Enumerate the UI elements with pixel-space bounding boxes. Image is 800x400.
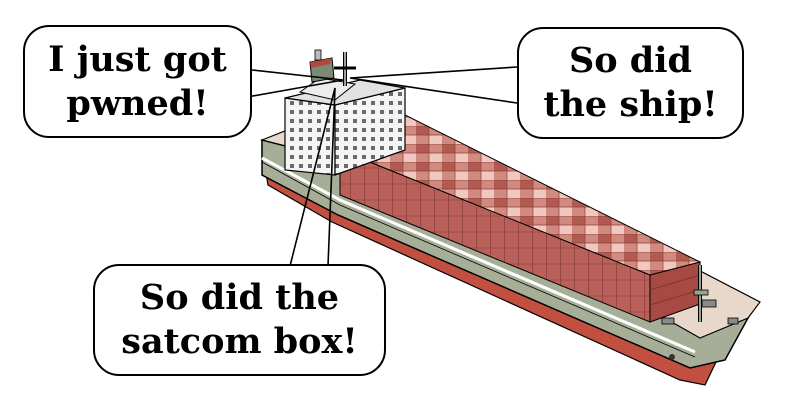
- bubble-2-line-2: the ship!: [543, 84, 718, 125]
- bubble-1-line-1: I just got: [48, 38, 227, 80]
- speech-bubble-pwned: I just got pwned!: [23, 25, 252, 138]
- speech-bubble-ship: So did the ship!: [517, 27, 744, 139]
- bubble-3-line-1: So did the: [139, 277, 340, 318]
- bubble-3-line-2: satcom box!: [121, 321, 358, 362]
- bubble-2-line-1: So did: [568, 40, 693, 81]
- superstructure-front: [284, 97, 336, 176]
- bubble-1-line-2: pwned!: [66, 82, 209, 124]
- bubble-pointers: [246, 66, 518, 267]
- speech-bubble-satcom: So did the satcom box!: [93, 264, 386, 376]
